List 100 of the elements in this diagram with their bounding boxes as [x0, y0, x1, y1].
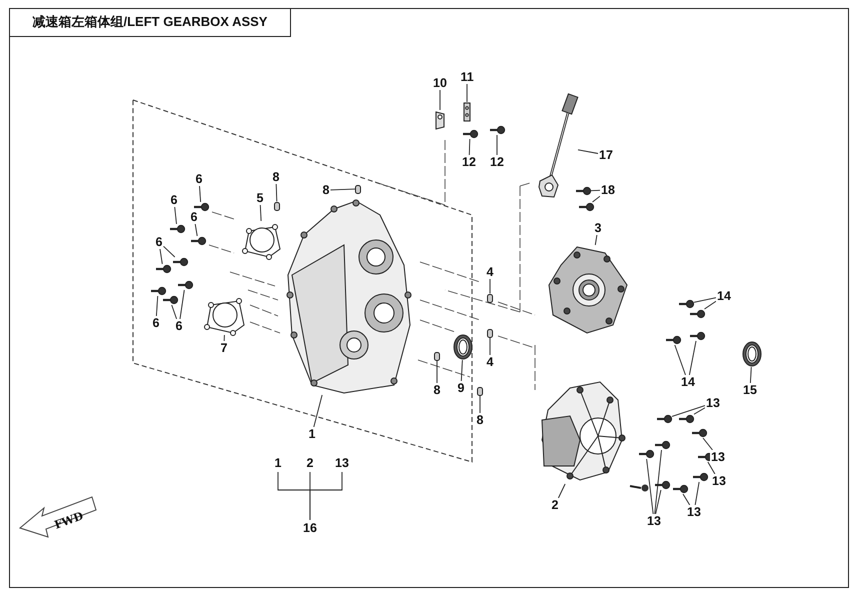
bolt-drawing: [162, 295, 178, 305]
gasket-drawing: [203, 295, 247, 335]
leader-line: [590, 190, 600, 192]
leader-line: [592, 196, 600, 202]
leader-line: [694, 407, 706, 415]
dowel-pin-drawing: [477, 386, 483, 396]
callout-number: 6: [190, 210, 198, 224]
callout-number: 14: [680, 375, 696, 389]
callout-number: 1: [274, 456, 282, 470]
leader-line: [171, 304, 178, 320]
leader-line: [655, 490, 662, 514]
callout-number: 4: [486, 355, 494, 369]
leader-line: [180, 290, 185, 320]
bolt-drawing: [691, 428, 707, 438]
bolt-drawing: [656, 414, 672, 424]
leader-line: [702, 438, 713, 450]
leader-line: [682, 494, 690, 506]
bolt-drawing: [689, 331, 705, 341]
title-text: 减速箱左箱体组/LEFT GEARBOX ASSY: [9, 8, 291, 37]
leader-line: [672, 405, 706, 417]
leader-line: [313, 394, 323, 428]
bolt-drawing: [190, 236, 206, 246]
leader-line: [466, 84, 468, 102]
leader-line: [688, 340, 696, 376]
bolt-drawing: [578, 202, 594, 212]
bolt-drawing: [672, 484, 688, 494]
callout-number: 6: [152, 316, 160, 330]
sensor-drawing: [538, 93, 578, 199]
bolt-drawing: [193, 202, 209, 212]
callout-number: 16: [302, 521, 318, 535]
leader-line: [750, 366, 752, 384]
callout-number: 13: [705, 396, 721, 410]
bolt-drawing: [678, 299, 694, 309]
leader-line: [558, 484, 566, 498]
callout-number: 13: [334, 456, 350, 470]
callout-number: 8: [432, 383, 442, 397]
leader-line: [199, 186, 202, 202]
seal-ring-drawing: [742, 341, 762, 367]
bolt-drawing: [462, 129, 478, 139]
leader-line: [436, 360, 438, 384]
leader-line: [460, 360, 463, 382]
leader-line: [704, 300, 716, 310]
leader-line: [594, 234, 598, 246]
seal-ring-drawing: [453, 334, 473, 360]
callout-number: 12: [461, 155, 477, 169]
leader-line: [496, 134, 498, 156]
callout-number: 8: [322, 183, 330, 197]
leader-line: [330, 188, 356, 190]
callout-number: 13: [686, 505, 702, 519]
bolt-drawing: [692, 472, 708, 482]
leader-line: [174, 206, 177, 224]
bolt-drawing: [665, 335, 681, 345]
bolt-drawing: [155, 264, 171, 274]
plate-drawing: [434, 110, 446, 130]
callout-number: 10: [432, 76, 448, 90]
leader-line: [674, 344, 686, 376]
bolt-drawing: [697, 452, 713, 462]
bolt-drawing: [575, 186, 591, 196]
callout-number: 8: [272, 170, 280, 184]
callout-number: 11: [460, 70, 475, 84]
callout-number: 6: [154, 235, 164, 249]
callout-number: 4: [486, 265, 494, 279]
bolt-drawing: [177, 280, 193, 290]
gasket-drawing: [241, 221, 283, 259]
dowel-pin-drawing: [355, 184, 361, 194]
bolt-drawing: [638, 449, 654, 459]
callout-number: 13: [710, 450, 726, 464]
bolt-drawing: [172, 257, 188, 267]
callout-number: 1: [308, 427, 316, 441]
direction-label: FWD: [52, 509, 86, 532]
leader-line: [260, 204, 262, 222]
callout-number: 9: [456, 381, 466, 395]
bolt-drawing: [689, 309, 705, 319]
bolt-drawing: [654, 480, 670, 490]
bolt-drawing: [489, 125, 505, 135]
callout-number: 6: [174, 319, 184, 333]
dowel-pin-drawing: [434, 352, 440, 360]
callout-number: 18: [600, 183, 616, 197]
cover-drawing: [547, 245, 629, 335]
leader-line: [224, 334, 225, 342]
leader-line: [276, 184, 278, 202]
callout-number: 13: [646, 514, 662, 528]
callout-number: 12: [489, 155, 505, 169]
callout-number: 13: [711, 474, 727, 488]
callout-number: 14: [716, 289, 732, 303]
callout-number: 7: [220, 341, 228, 355]
bolt-drawing: [150, 286, 166, 296]
leader-line: [160, 248, 163, 264]
bolt-drawing: [654, 440, 670, 450]
leader-line: [578, 149, 598, 154]
callout-number: 5: [256, 191, 264, 205]
callout-number: 6: [194, 172, 204, 186]
leader-line: [646, 458, 654, 514]
leader-line: [654, 450, 662, 514]
dowel-pin-drawing: [487, 328, 493, 338]
bolt-drawing: [169, 224, 185, 234]
leader-line: [310, 472, 342, 520]
leader-line: [194, 224, 198, 236]
callout-number: 8: [476, 413, 484, 427]
callout-number: 3: [594, 221, 602, 235]
